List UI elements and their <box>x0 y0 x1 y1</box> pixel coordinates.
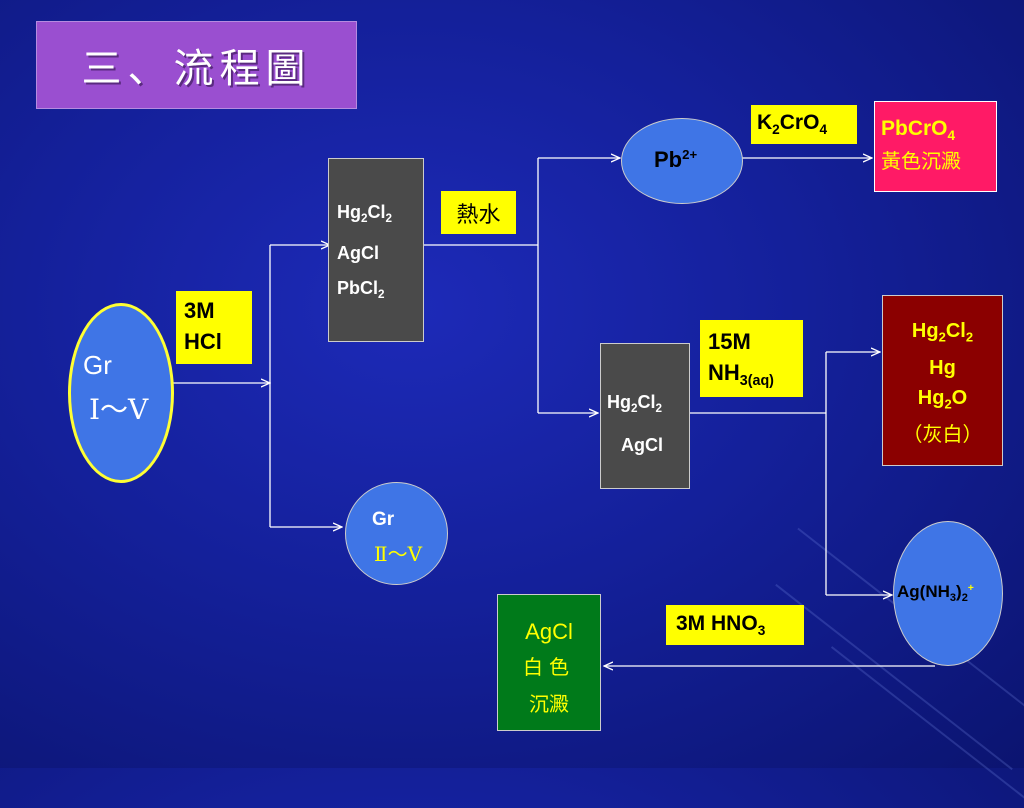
sample-label: Gr <box>83 350 112 380</box>
reagent-hot-water: 熱水 <box>441 191 516 234</box>
precipitate-group-2: Hg2Cl2 AgCl <box>600 343 690 489</box>
precipitate-hg2cl2: Hg2Cl2 <box>607 392 663 416</box>
result-mercury-hg: Hg <box>929 356 956 379</box>
result-agcl: AgCl 白色 沉澱 <box>497 594 601 731</box>
silver-ammine-complex-label: Ag(NH3)2+ <box>897 582 974 604</box>
lead-ion: Pb2+ <box>621 118 743 204</box>
precipitate-group-1: Hg2Cl2 AgCl PbCl2 <box>328 158 424 342</box>
sample-range: Ⅰ～Ⅴ <box>89 393 149 426</box>
flow-connectors <box>261 0 893 768</box>
reagent-k2cro4: K2CrO4 <box>751 105 857 144</box>
title-box: 三、流程圖 <box>36 21 357 109</box>
precipitate-hg2cl2: Hg2Cl2 <box>337 202 393 226</box>
result-mercury-hg2o: Hg2O <box>917 386 968 412</box>
reagent-nh3-formula: NH3(aq) <box>708 360 774 389</box>
result-pbcro4: PbCrO4 黃色沉澱 <box>874 101 997 192</box>
precipitate-agcl: AgCl <box>337 243 379 264</box>
lead-ion-label: Pb2+ <box>654 147 698 172</box>
slide-title: 三、流程圖 <box>81 46 312 92</box>
result-agcl-color: 白色 <box>523 655 575 679</box>
silver-ammine-complex: Ag(NH3)2+ <box>893 521 1003 666</box>
remaining-range: Ⅱ～Ⅴ <box>374 542 423 566</box>
result-mercury: Hg2Cl2 Hg Hg2O （灰白） <box>882 295 1003 466</box>
result-pbcro4-formula: PbCrO4 <box>881 117 956 143</box>
remaining-label: Gr <box>372 509 395 530</box>
precipitate-pbcl2: PbCl2 <box>337 278 385 302</box>
result-mercury-hg2cl2: Hg2Cl2 <box>911 320 974 345</box>
reagent-hcl: 3M HCl <box>176 291 252 364</box>
reagent-nh3: 15M NH3(aq) <box>700 320 803 397</box>
result-pbcro4-description: 黃色沉澱 <box>881 148 961 173</box>
result-agcl-description: 沉澱 <box>529 692 569 716</box>
reagent-hno3: 3M HNO3 <box>666 605 804 645</box>
sample-group-1-5: Gr Ⅰ～Ⅴ <box>68 303 174 483</box>
precipitate-agcl: AgCl <box>621 435 663 456</box>
reagent-nh3-concentration: 15M <box>708 329 751 354</box>
result-mercury-color: （灰白） <box>902 422 983 447</box>
reagent-hcl-concentration: 3M <box>184 298 215 323</box>
sample-group-2-5: Gr Ⅱ～Ⅴ <box>345 482 448 585</box>
result-agcl-formula: AgCl <box>525 619 573 644</box>
reagent-hcl-formula: HCl <box>184 329 222 354</box>
